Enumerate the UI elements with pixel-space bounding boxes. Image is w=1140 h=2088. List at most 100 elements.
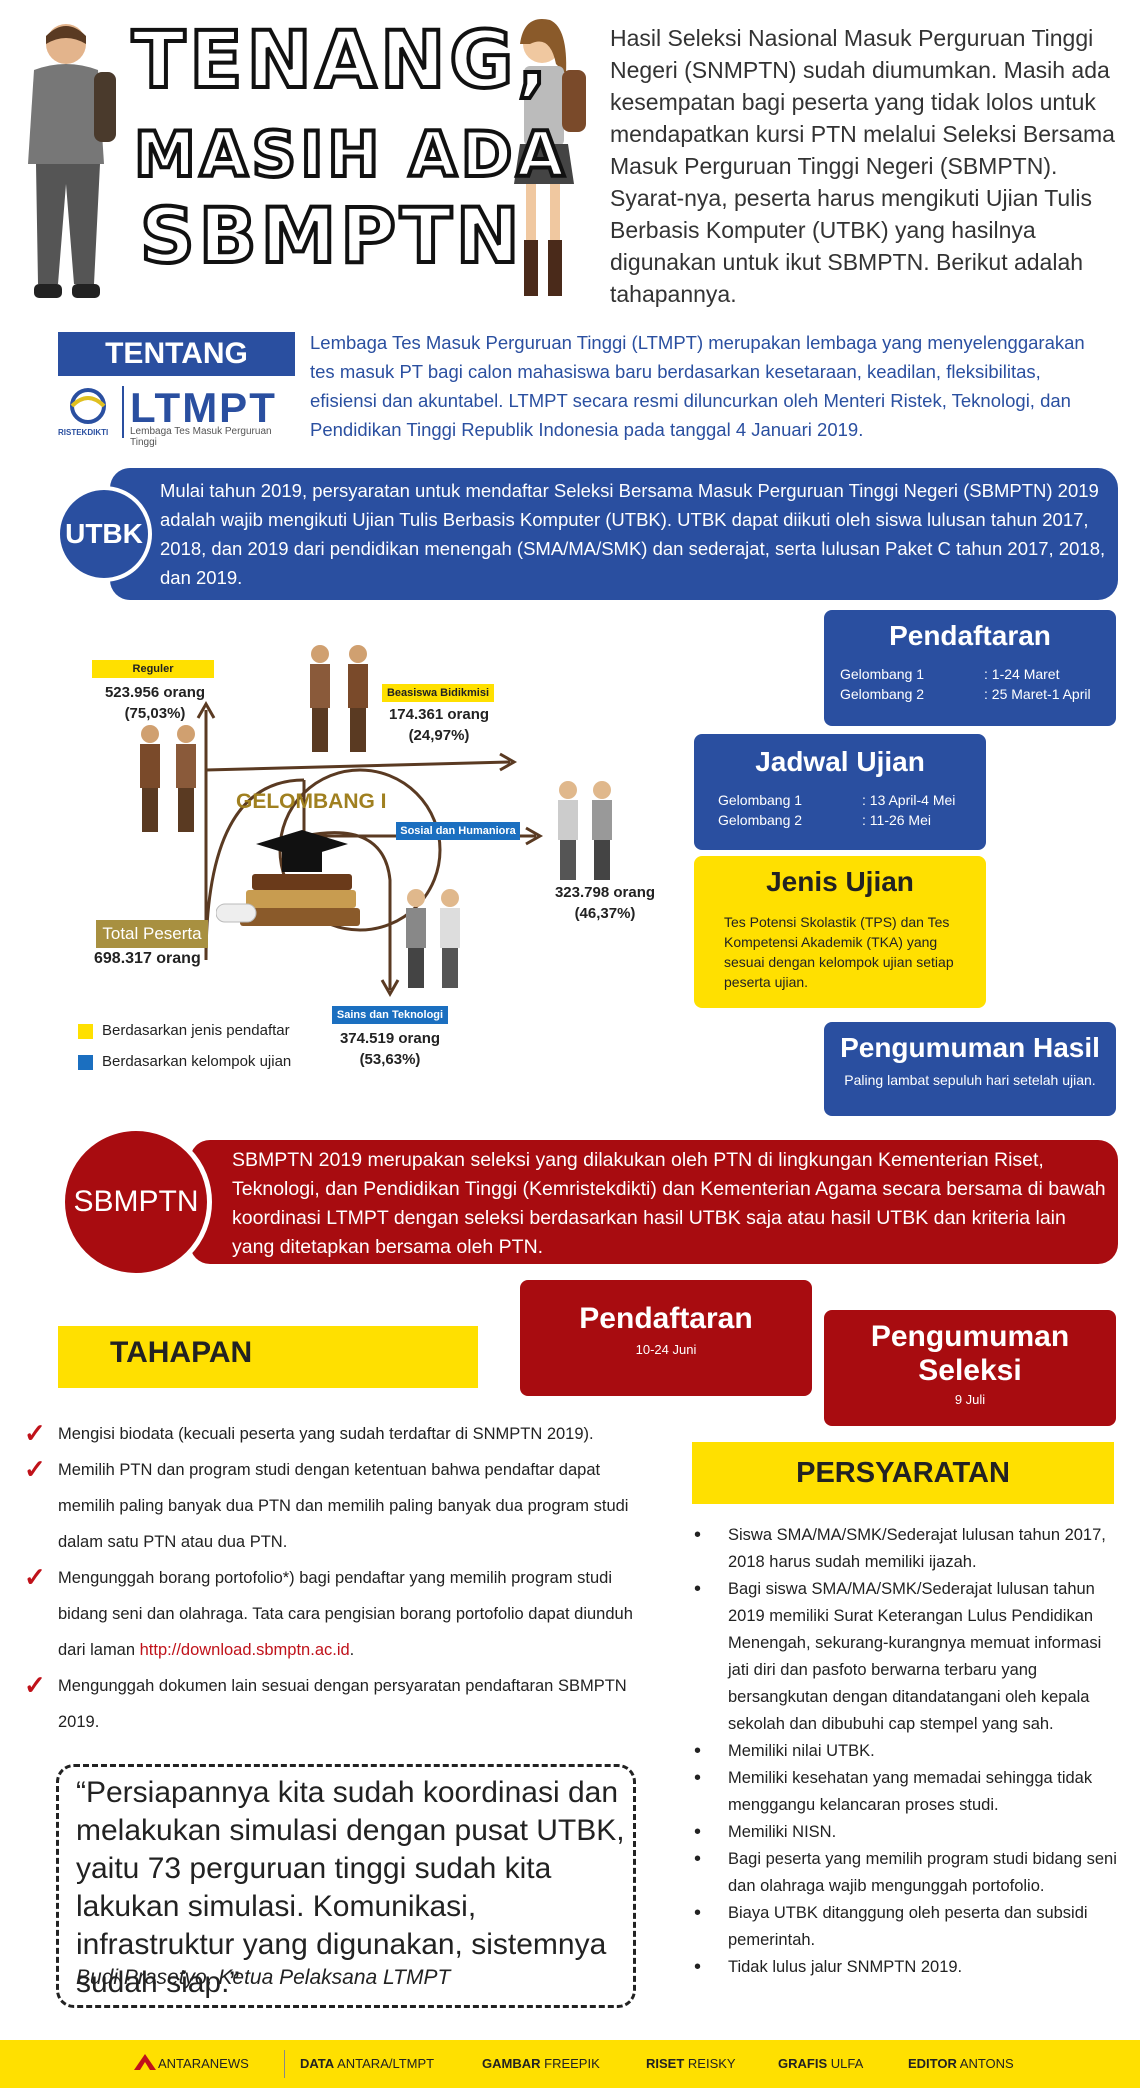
gelombang-label: GELOMBANG I — [236, 790, 387, 813]
footer-credit-riset: RISET REISKY — [646, 2056, 736, 2071]
pendaftaran-utbk-title: Pendaftaran — [889, 620, 1051, 651]
footer-credit-value: FREEPIK — [544, 2056, 600, 2071]
tahapan-step-text: Mengunggah dokumen lain sesuai dengan pe… — [58, 1677, 627, 1731]
intro-paragraph: Hasil Seleksi Nasional Masuk Perguruan T… — [610, 25, 1115, 307]
reguler-percent: (75,03%) — [124, 705, 186, 722]
legend-yellow-label: Berdasarkan jenis pendaftar — [102, 1022, 290, 1039]
tentang-text: Lembaga Tes Masuk Perguruan Tinggi (LTMP… — [310, 332, 1085, 440]
ltmpt-logo: RISTEKDIKTI LTMPT Lembaga Tes Masuk Perg… — [58, 384, 298, 448]
jadwal-g2-value: : 11-26 Mei — [862, 812, 931, 828]
checkmark-icon: ✓ — [24, 1418, 46, 1448]
bidikmisi-tag: Beasiswa Bidikmisi — [382, 684, 494, 702]
ltmpt-subtitle: Lembaga Tes Masuk Perguruan Tinggi — [130, 426, 272, 448]
pendaftaran-utbk-box: Pendaftaran Gelombang 1 : 1-24 Maret Gel… — [824, 610, 1116, 726]
saintek-value: 374.519 orang (53,63%) — [326, 1028, 454, 1070]
quote-text: “Persiapannya kita sudah koordinasi dan … — [76, 1776, 625, 1999]
jadwal-g1-label: Gelombang 1 — [718, 792, 803, 808]
footer-bar — [0, 2040, 1140, 2088]
persyaratan-label: PERSYARATAN — [692, 1442, 1114, 1504]
footer-credit-key: EDITOR — [908, 2056, 957, 2071]
ristekdikti-text: RISTEKDIKTI — [58, 428, 109, 437]
utbk-banner — [110, 468, 1118, 600]
pengumuman-seleksi-title-1: Pengumuman — [870, 1320, 1070, 1353]
persyaratan-item: Bagi peserta yang memilih program studi … — [690, 1846, 1122, 1900]
jenis-ujian-title: Jenis Ujian — [766, 866, 914, 897]
students-reguler-illustration — [140, 725, 196, 832]
persyaratan-item: Memiliki nilai UTBK. — [690, 1738, 1122, 1765]
pendaftaran-g1-value: : 1-24 Maret — [984, 666, 1060, 682]
footer-credit-data: DATA ANTARA/LTMPT — [300, 2056, 434, 2071]
jenis-ujian-text: Tes Potensi Skolastik (TPS) dan Tes Komp… — [724, 914, 954, 990]
pendaftaran-sbmptn-date: 10-24 Juni — [635, 1342, 697, 1357]
tahapan-step: ✓ Mengunggah dokumen lain sesuai dengan p… — [24, 1668, 644, 1740]
persyaratan-item: Memiliki kesehatan yang memadai sehingga… — [690, 1765, 1122, 1819]
total-peserta-value: 698.317 orang — [94, 950, 201, 967]
persyaratan-item: Memiliki NISN. — [690, 1819, 1122, 1846]
persyaratan-list: Siswa SMA/MA/SMK/Sederajat lulusan tahun… — [690, 1522, 1122, 1981]
pengumuman-hasil-box: Pengumuman Hasil Paling lambat sepuluh h… — [824, 1022, 1116, 1116]
jadwal-g2-label: Gelombang 2 — [718, 812, 803, 828]
ristekdikti-logo-icon — [70, 388, 106, 424]
pengumuman-hasil-title: Pengumuman Hasil — [840, 1032, 1100, 1063]
reguler-tag: Reguler — [92, 660, 214, 678]
quote-box — [56, 1764, 636, 2008]
soshum-value: 323.798 orang (46,37%) — [540, 882, 670, 924]
total-peserta-tag: Total Peserta — [96, 920, 208, 948]
footer-credit-key: GRAFIS — [778, 2056, 828, 2071]
quote-author: Budi Prasetyo, Ketua Pelaksana LTMPT — [76, 1966, 451, 1989]
portofolio-link[interactable]: http://download.sbmptn.ac.id — [139, 1641, 350, 1659]
checkmark-icon: ✓ — [24, 1562, 46, 1592]
utbk-badge: UTBK — [56, 486, 152, 582]
students-saintek-illustration — [406, 889, 460, 988]
jenis-ujian-box: Jenis Ujian Tes Potensi Skolastik (TPS) … — [694, 856, 986, 1008]
pengumuman-seleksi-date: 9 Juli — [954, 1392, 986, 1407]
footer-credit-value: ANTONS — [959, 2056, 1014, 2071]
utbk-text: Mulai tahun 2019, persyaratan untuk mend… — [160, 480, 1106, 588]
sbmptn-banner — [190, 1140, 1118, 1264]
footer-credit-value: REISKY — [687, 2056, 736, 2071]
students-soshum-illustration — [558, 781, 612, 880]
pendaftaran-g2-label: Gelombang 2 — [840, 686, 925, 702]
pengumuman-seleksi-box: Pengumuman Seleksi 9 Juli — [824, 1310, 1116, 1426]
soshum-count: 323.798 orang — [554, 884, 656, 901]
students-bidikmisi-illustration — [310, 645, 368, 752]
antara-logo-icon — [134, 2054, 156, 2070]
jadwal-g1-value: : 13 April-4 Mei — [862, 792, 956, 808]
footer-credit-key: DATA — [300, 2056, 335, 2071]
student-girl-illustration — [514, 19, 586, 296]
tahapan-step: ✓ Mengunggah borang portofolio*) bagi pen… — [24, 1562, 633, 1659]
bidikmisi-value: 174.361 orang (24,97%) — [380, 704, 498, 746]
soshum-tag: Sosial dan Humaniora — [396, 822, 520, 840]
jadwal-ujian-title: Jadwal Ujian — [755, 746, 925, 777]
footer-divider — [284, 2050, 285, 2078]
persyaratan-item: Biaya UTBK ditanggung oleh peserta dan s… — [690, 1900, 1122, 1954]
pendaftaran-g2-value: : 25 Maret-1 April — [984, 686, 1091, 702]
saintek-percent: (53,63%) — [359, 1051, 421, 1068]
reguler-count: 523.956 orang — [104, 684, 206, 701]
title-line-1: TENANG, — [130, 16, 552, 106]
saintek-tag: Sains dan Teknologi — [332, 1006, 448, 1024]
footer-credit-editor: EDITOR ANTONS — [908, 2056, 1014, 2071]
tahapan-step: ✓ Mengisi biodata (kecuali peserta yang s… — [24, 1416, 644, 1452]
student-boy-illustration — [28, 24, 116, 298]
ltmpt-wordmark: LTMPT — [130, 384, 277, 431]
footer-credit-key: RISET — [646, 2056, 685, 2071]
persyaratan-item: Bagi siswa SMA/MA/SMK/Sederajat lulusan … — [690, 1576, 1122, 1738]
tentang-label: TENTANG — [58, 332, 295, 376]
footer-credit-value: ULFA — [830, 2056, 864, 2071]
tahapan-step-text: Mengunggah borang portofolio*) bagi pend… — [58, 1569, 633, 1659]
footer-credit-value: ANTARA/LTMPT — [337, 2056, 435, 2071]
persyaratan-item: Siswa SMA/MA/SMK/Sederajat lulusan tahun… — [690, 1522, 1122, 1576]
title-line-3: SBMPTN — [138, 191, 524, 280]
tahapan-label: TAHAPAN — [110, 1336, 253, 1369]
saintek-count: 374.519 orang — [339, 1030, 441, 1047]
checkmark-icon: ✓ — [24, 1670, 46, 1700]
tahapan-step-text: Mengisi biodata (kecuali peserta yang su… — [58, 1425, 594, 1443]
pengumuman-hasil-text: Paling lambat sepuluh hari setelah ujian… — [844, 1072, 1096, 1088]
graduation-books-illustration — [216, 830, 360, 926]
title-line-2: MASIH ADA — [132, 118, 569, 191]
bidikmisi-count: 174.361 orang — [388, 706, 490, 723]
footer-credit-grafis: GRAFIS ULFA — [778, 2056, 863, 2071]
footer-brand: ANTARANEWS — [158, 2056, 249, 2071]
pendaftaran-sbmptn-title: Pendaftaran — [579, 1302, 753, 1335]
